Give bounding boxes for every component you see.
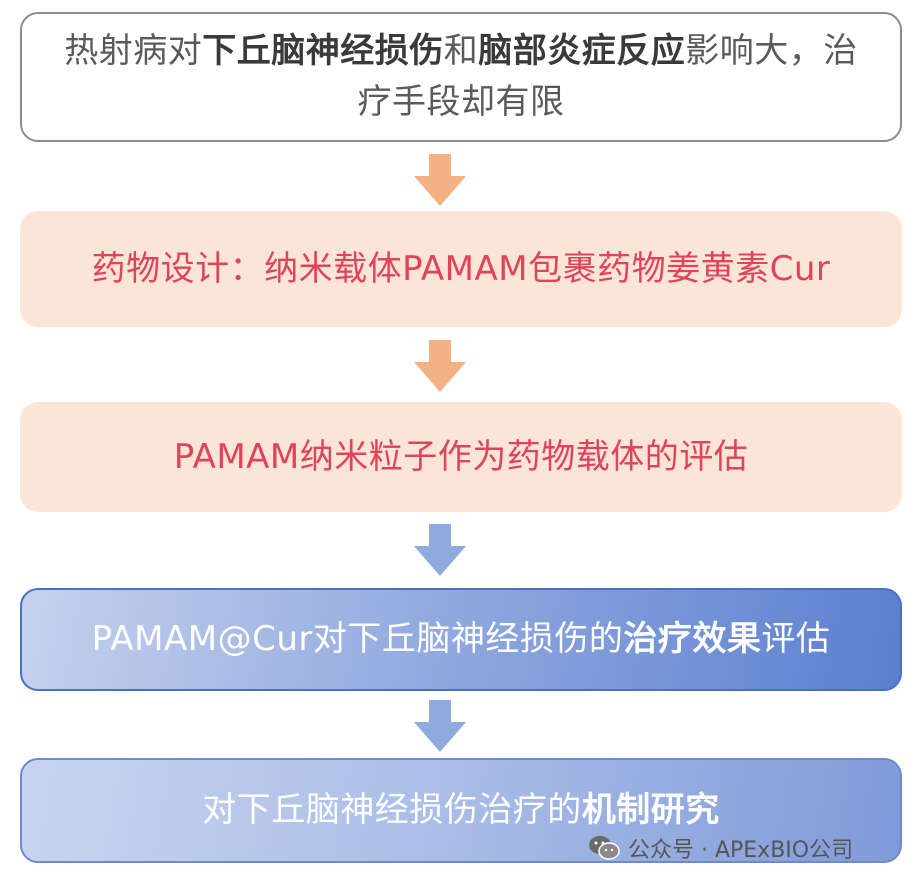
step-2-segment-1: 药物设计：纳米载体PAMAM包裹药物姜黄素Cur [91,248,831,289]
down-arrow-shape [414,340,466,392]
step-5-box: 对下丘脑神经损伤治疗的机制研究 [20,758,902,863]
step-5-segment-1: 对下丘脑神经损伤治疗的 [202,790,582,830]
step-2-box: 药物设计：纳米载体PAMAM包裹药物姜黄素Cur [20,211,902,327]
wechat-icon [589,836,620,860]
down-arrow-shape [414,154,466,206]
step-4-box: PAMAM@Cur对下丘脑神经损伤的治疗效果评估 [20,588,902,691]
watermark: 公众号 · APExBIO公司 [588,832,853,864]
down-arrow-shape [414,524,466,576]
down-arrow-shape [414,700,466,752]
step-1-segment-5: 影响大，治疗手段却有限 [357,31,858,122]
step-4-text: PAMAM@Cur对下丘脑神经损伤的治疗效果评估 [92,614,831,665]
step-1-segment-2: 下丘脑神经损伤 [202,31,444,71]
step-2-text: 药物设计：纳米载体PAMAM包裹药物姜黄素Cur [92,244,831,295]
step-3-segment-1: PAMAM纳米粒子作为药物载体的评估 [173,436,749,477]
step-1-segment-1: 热射病对 [64,31,203,71]
step-4-segment-1: PAMAM@Cur对下丘脑神经损伤的 [91,619,624,659]
step-5-text: 对下丘脑神经损伤治疗的机制研究 [202,785,720,836]
down-arrow-icon [414,154,466,206]
down-arrow-icon [414,340,466,392]
down-arrow-icon [414,524,466,576]
step-5-segment-2: 机制研究 [581,790,720,830]
step-3-text: PAMAM纳米粒子作为药物载体的评估 [174,432,749,483]
step-1-segment-3: 和 [443,31,479,71]
watermark-text: 公众号 · APExBIO公司 [628,838,854,863]
step-4-segment-2: 治疗效果 [623,619,762,659]
step-1-segment-4: 脑部炎症反应 [478,31,686,71]
step-4-segment-3: 评估 [761,619,831,659]
step-1-text: 热射病对下丘脑神经损伤和脑部炎症反应影响大，治疗手段却有限 [62,26,860,128]
step-3-box: PAMAM纳米粒子作为药物载体的评估 [20,402,902,512]
step-1-box: 热射病对下丘脑神经损伤和脑部炎症反应影响大，治疗手段却有限 [20,12,902,142]
down-arrow-icon [414,700,466,752]
